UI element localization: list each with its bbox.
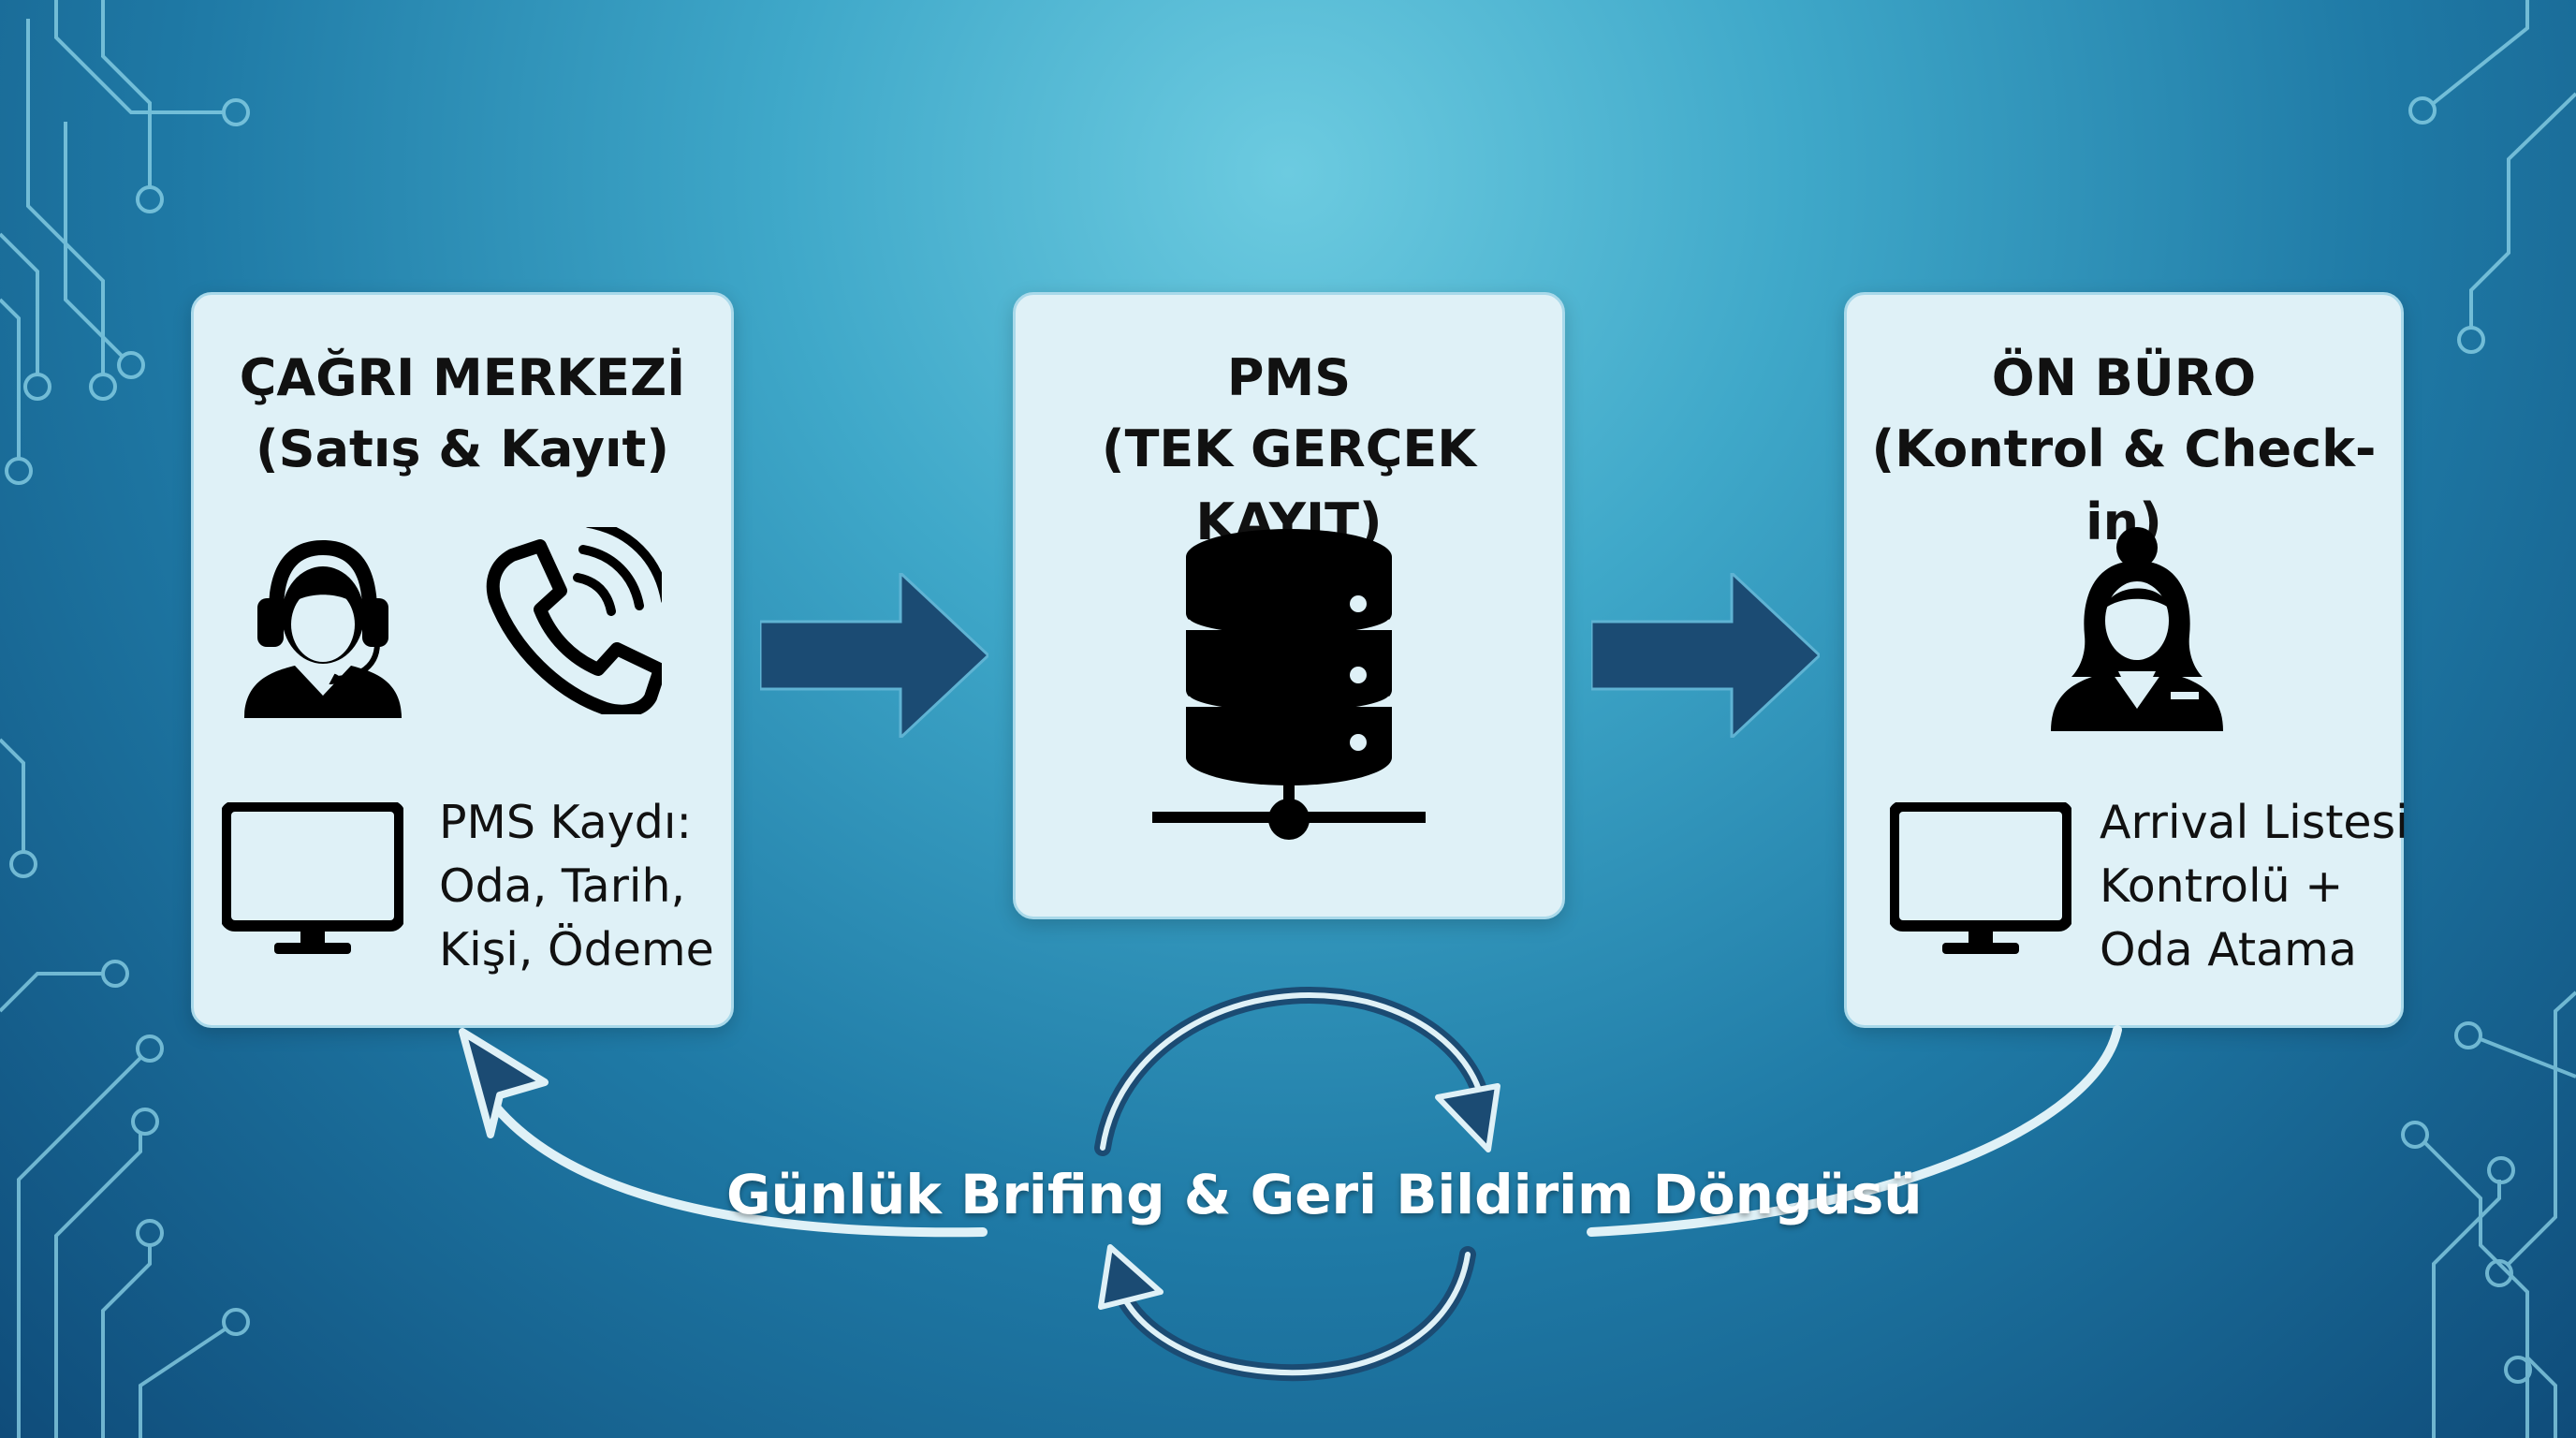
- stage-description: Arrival Listesi Kontrolü + Oda Atama: [2100, 791, 2408, 982]
- stage-front-office: ÖN BÜRO (Kontrol & Check-in) Arrival Lis…: [1844, 292, 2408, 1028]
- headset-agent-icon: [244, 540, 402, 718]
- cycle-arrows-icon: [1094, 987, 1500, 1382]
- flow-arrow-icon: [760, 573, 988, 738]
- desc-line: Kontrolü +: [2100, 859, 2344, 913]
- phone-ringing-icon: [486, 527, 662, 714]
- stage-title: PMS: [1226, 348, 1352, 407]
- stage-call-center: ÇAĞRI MERKEZİ (Satış & Kayıt) PMS Kaydı:…: [191, 292, 734, 1028]
- desc-line: Kişi, Ödeme: [439, 923, 714, 976]
- monitor-icon: [1890, 802, 2071, 954]
- stage-title: ÇAĞRI MERKEZİ: [239, 348, 686, 407]
- database-server-icon: [1152, 529, 1426, 840]
- flow-arrow-icon: [1591, 573, 1820, 738]
- feedback-loop-label: Günlük Brifing & Geri Bildirim Döngüsü: [726, 1163, 1923, 1226]
- stage-description: PMS Kaydı: Oda, Tarih, Kişi, Ödeme: [439, 791, 714, 982]
- desc-line: PMS Kaydı:: [439, 796, 693, 849]
- desc-line: Arrival Listesi: [2100, 796, 2408, 849]
- stage-pms: PMS (TEK GERÇEK KAYIT): [1013, 292, 1565, 919]
- desc-line: Oda Atama: [2100, 923, 2357, 976]
- monitor-icon: [222, 802, 403, 954]
- stage-title: ÖN BÜRO: [1991, 348, 2257, 407]
- stage-subtitle: (Satış & Kayıt): [256, 419, 669, 478]
- desc-line: Oda, Tarih,: [439, 859, 686, 913]
- receptionist-icon: [2051, 527, 2223, 731]
